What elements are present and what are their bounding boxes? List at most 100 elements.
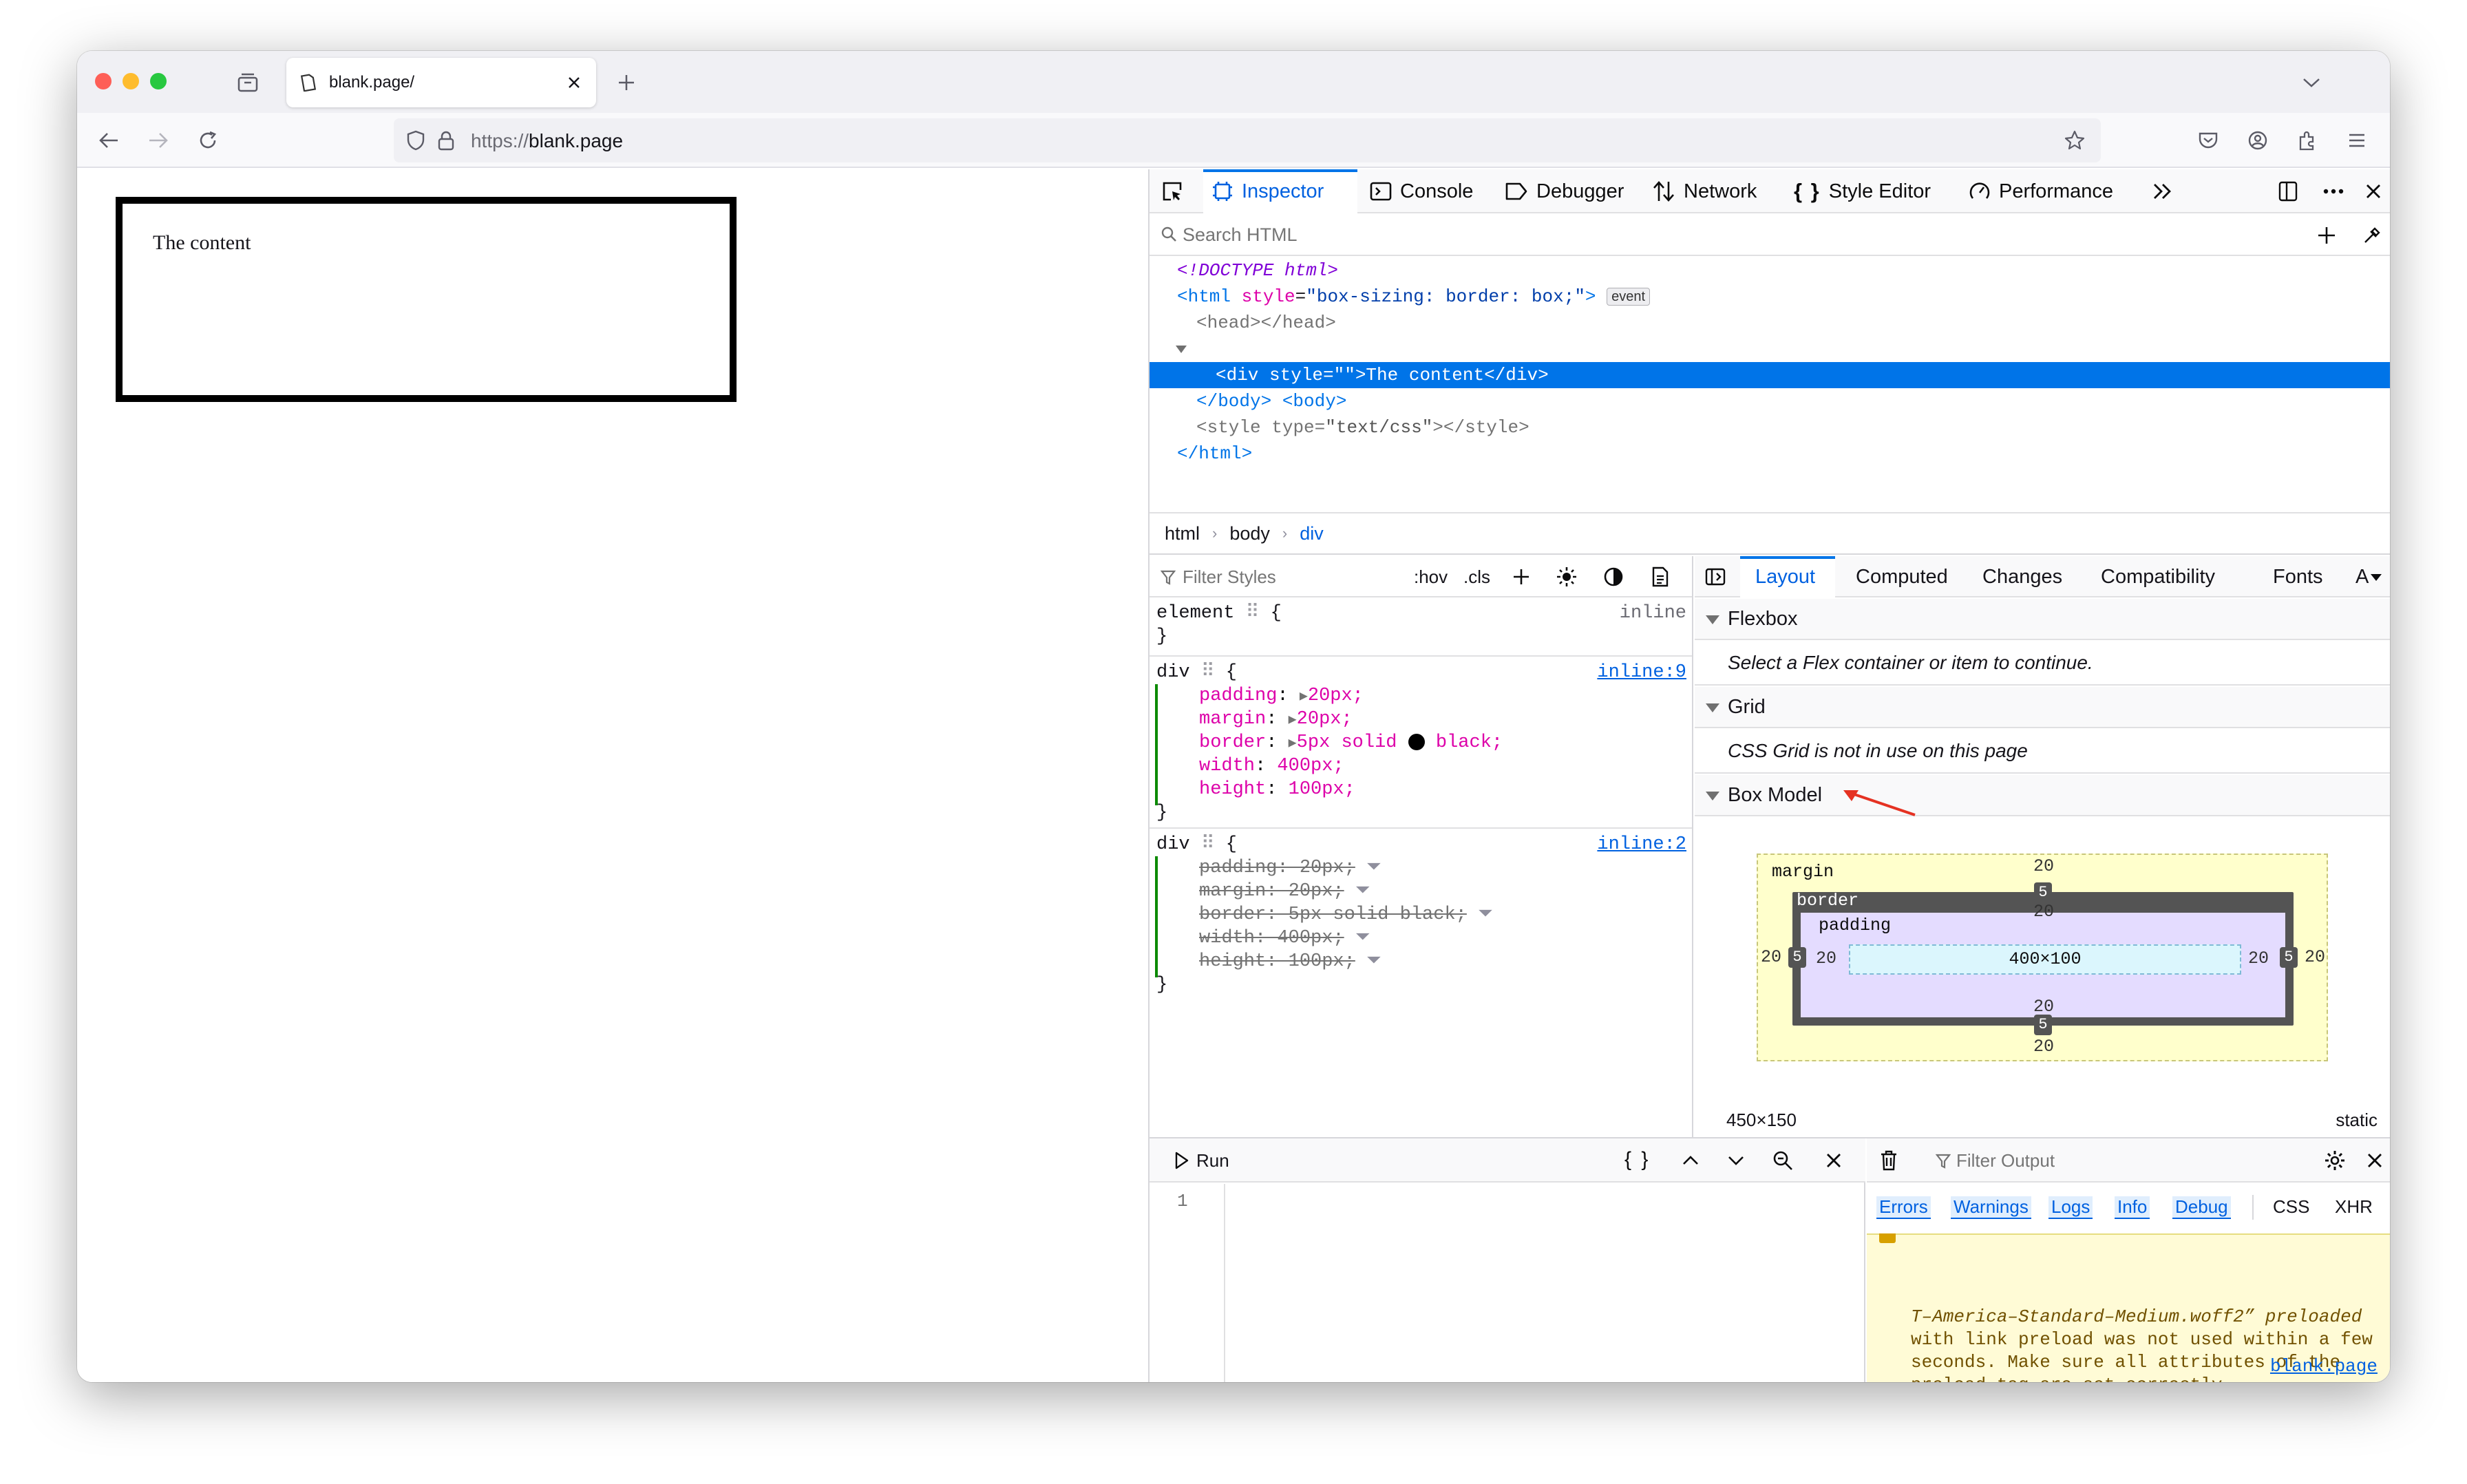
box-model-padding[interactable]: padding 20 20 20 20 400×100 <box>1801 902 2285 1017</box>
border-left-value[interactable]: 5 <box>1788 947 1806 968</box>
tab-fonts[interactable]: Fonts <box>2273 566 2323 588</box>
zoom-window-button[interactable] <box>150 73 167 89</box>
print-media-document-icon[interactable] <box>1647 564 1674 589</box>
close-tab-icon[interactable] <box>562 70 586 95</box>
lock-icon[interactable] <box>434 128 458 153</box>
color-swatch[interactable] <box>1408 733 1425 750</box>
search-html-input[interactable] <box>1183 220 2284 249</box>
console-settings-gear-icon[interactable] <box>2321 1147 2349 1174</box>
tab-animations[interactable]: A <box>2355 566 2369 588</box>
close-devtools-icon[interactable] <box>2360 178 2387 205</box>
pretty-print-braces-icon[interactable]: { } <box>1624 1148 1651 1171</box>
margin-left-value[interactable]: 20 <box>1761 947 1782 967</box>
tab-compatibility[interactable]: Compatibility <box>2101 566 2215 588</box>
grid-header[interactable]: Grid <box>1695 687 2390 728</box>
firefox-view-icon[interactable] <box>234 69 262 96</box>
markup-style-line[interactable]: <style type="text/css"></style> <box>1150 414 2390 441</box>
markup-html-line[interactable]: <html style="box-sizing: border: box;"> … <box>1150 284 2390 310</box>
tab-console[interactable]: Console <box>1370 169 1473 213</box>
rule2-prop-height[interactable]: height: 100px; ⏷ <box>1199 950 1381 973</box>
close-editor-icon[interactable] <box>1820 1147 1847 1174</box>
tab-computed[interactable]: Computed <box>1856 566 1948 588</box>
filter-funnel-icon[interactable]: ⏷ <box>1366 858 1381 878</box>
warning-source-link[interactable]: blank.page <box>2269 1356 2378 1377</box>
pocket-icon[interactable] <box>2194 127 2222 154</box>
cls-toggle[interactable]: .cls <box>1463 566 1490 587</box>
filter-errors[interactable]: Errors <box>1876 1196 1931 1219</box>
margin-top-value[interactable]: 20 <box>2033 856 2055 876</box>
border-right-value[interactable]: 5 <box>2280 947 2298 968</box>
markup-doctype-line[interactable]: <!DOCTYPE html> <box>1150 257 2390 284</box>
tab-layout[interactable]: Layout <box>1755 566 1816 588</box>
tab-inspector[interactable]: Inspector <box>1211 169 1324 213</box>
expand-triangle-icon[interactable]: ▶ <box>1288 712 1297 728</box>
filter-styles-input[interactable] <box>1183 563 1389 591</box>
rule2-source-link[interactable]: inline:2 <box>1597 834 1686 855</box>
breadcrumb-html[interactable]: html <box>1165 522 1200 544</box>
close-window-button[interactable] <box>95 73 112 89</box>
history-down-chevron-icon[interactable] <box>1724 1148 1748 1173</box>
filter-debug[interactable]: Debug <box>2172 1196 2231 1219</box>
toggle-sidebar-icon[interactable] <box>1703 566 1728 588</box>
expand-triangle-icon[interactable]: ▶ <box>1299 689 1308 705</box>
forward-arrow-icon[interactable] <box>145 127 172 154</box>
margin-bottom-value[interactable]: 20 <box>2033 1037 2055 1057</box>
tab-performance[interactable]: Performance <box>1969 169 2113 213</box>
list-tabs-chevron-down-icon[interactable] <box>2298 70 2325 95</box>
rule2-prop-border[interactable]: border: 5px solid black; ⏷ <box>1199 903 1493 926</box>
flexbox-header[interactable]: Flexbox <box>1695 599 2390 640</box>
box-model-header[interactable]: Box Model <box>1695 775 2390 816</box>
reverse-search-magnifier-icon[interactable] <box>1769 1147 1797 1174</box>
clear-trash-icon[interactable] <box>1875 1147 1903 1174</box>
filter-output-input[interactable] <box>1956 1147 2280 1174</box>
markup-head-line[interactable]: <head></head> <box>1150 310 2390 336</box>
history-up-chevron-icon[interactable] <box>1678 1148 1703 1173</box>
padding-bottom-value[interactable]: 20 <box>2033 997 2055 1017</box>
event-badge[interactable]: event <box>1607 288 1651 306</box>
dark-scheme-contrast-icon[interactable] <box>1600 564 1627 589</box>
run-button[interactable]: Run <box>1174 1145 1229 1176</box>
new-tab-icon[interactable] <box>613 69 640 96</box>
account-icon[interactable] <box>2244 127 2272 154</box>
tab-changes[interactable]: Changes <box>1982 566 2063 588</box>
light-scheme-sun-icon[interactable] <box>1553 564 1580 589</box>
tracking-protection-shield-icon[interactable] <box>403 128 428 153</box>
body-expand-twisty-icon[interactable] <box>1176 346 1187 353</box>
rule1-prop-padding[interactable]: padding: ▶20px; <box>1199 686 1364 706</box>
rule1-prop-height[interactable]: height: 100px; <box>1199 779 1355 800</box>
back-arrow-icon[interactable] <box>95 127 123 154</box>
more-options-ellipsis-icon[interactable] <box>2320 178 2347 205</box>
add-rule-plus-icon[interactable] <box>1509 564 1534 589</box>
tab-debugger[interactable]: Debugger <box>1505 169 1624 213</box>
element-picker-icon[interactable] <box>1158 178 1187 205</box>
filter-funnel-icon[interactable]: ⏷ <box>1478 904 1493 925</box>
extensions-puzzle-icon[interactable] <box>2294 127 2321 154</box>
code-editor-area[interactable] <box>1227 1184 1865 1382</box>
rule2-prop-margin[interactable]: margin: 20px; ⏷ <box>1199 880 1370 903</box>
reload-icon[interactable] <box>194 127 222 154</box>
filter-info[interactable]: Info <box>2115 1196 2150 1219</box>
filter-xhr[interactable]: XHR <box>2335 1196 2373 1217</box>
filter-logs[interactable]: Logs <box>2048 1196 2093 1219</box>
tab-blank-page[interactable]: blank.page/ <box>286 58 596 107</box>
rule1-prop-margin[interactable]: margin: ▶20px; <box>1199 709 1353 730</box>
tab-style-editor[interactable]: { } Style Editor <box>1794 169 1931 213</box>
rule2-prop-width[interactable]: width: 400px; ⏷ <box>1199 926 1370 950</box>
filter-funnel-icon[interactable]: ⏷ <box>1355 881 1370 902</box>
breadcrumb-div[interactable]: div <box>1300 522 1324 544</box>
margin-right-value[interactable]: 20 <box>2305 947 2326 967</box>
markup-body-line[interactable]: <body> <box>1150 336 2390 412</box>
filter-css[interactable]: CSS <box>2273 1196 2310 1217</box>
rule1-source-link[interactable]: inline:9 <box>1597 662 1686 683</box>
more-tabs-chevrons-icon[interactable] <box>2149 179 2177 204</box>
rule2-prop-padding[interactable]: padding: 20px; ⏷ <box>1199 856 1381 880</box>
padding-left-value[interactable]: 20 <box>1816 948 1837 968</box>
markup-body-close-line[interactable]: </body> <box>1150 388 2390 414</box>
markup-html-close-line[interactable]: </html> <box>1150 441 2390 467</box>
eyedropper-icon[interactable] <box>2358 222 2386 249</box>
tab-network[interactable]: Network <box>1652 169 1757 213</box>
bookmark-star-icon[interactable] <box>2062 128 2087 153</box>
box-model-content[interactable]: 400×100 <box>1849 944 2241 975</box>
filter-funnel-icon[interactable]: ⏷ <box>1355 928 1370 948</box>
more-tabs-dropdown-icon[interactable] <box>2371 574 2382 581</box>
